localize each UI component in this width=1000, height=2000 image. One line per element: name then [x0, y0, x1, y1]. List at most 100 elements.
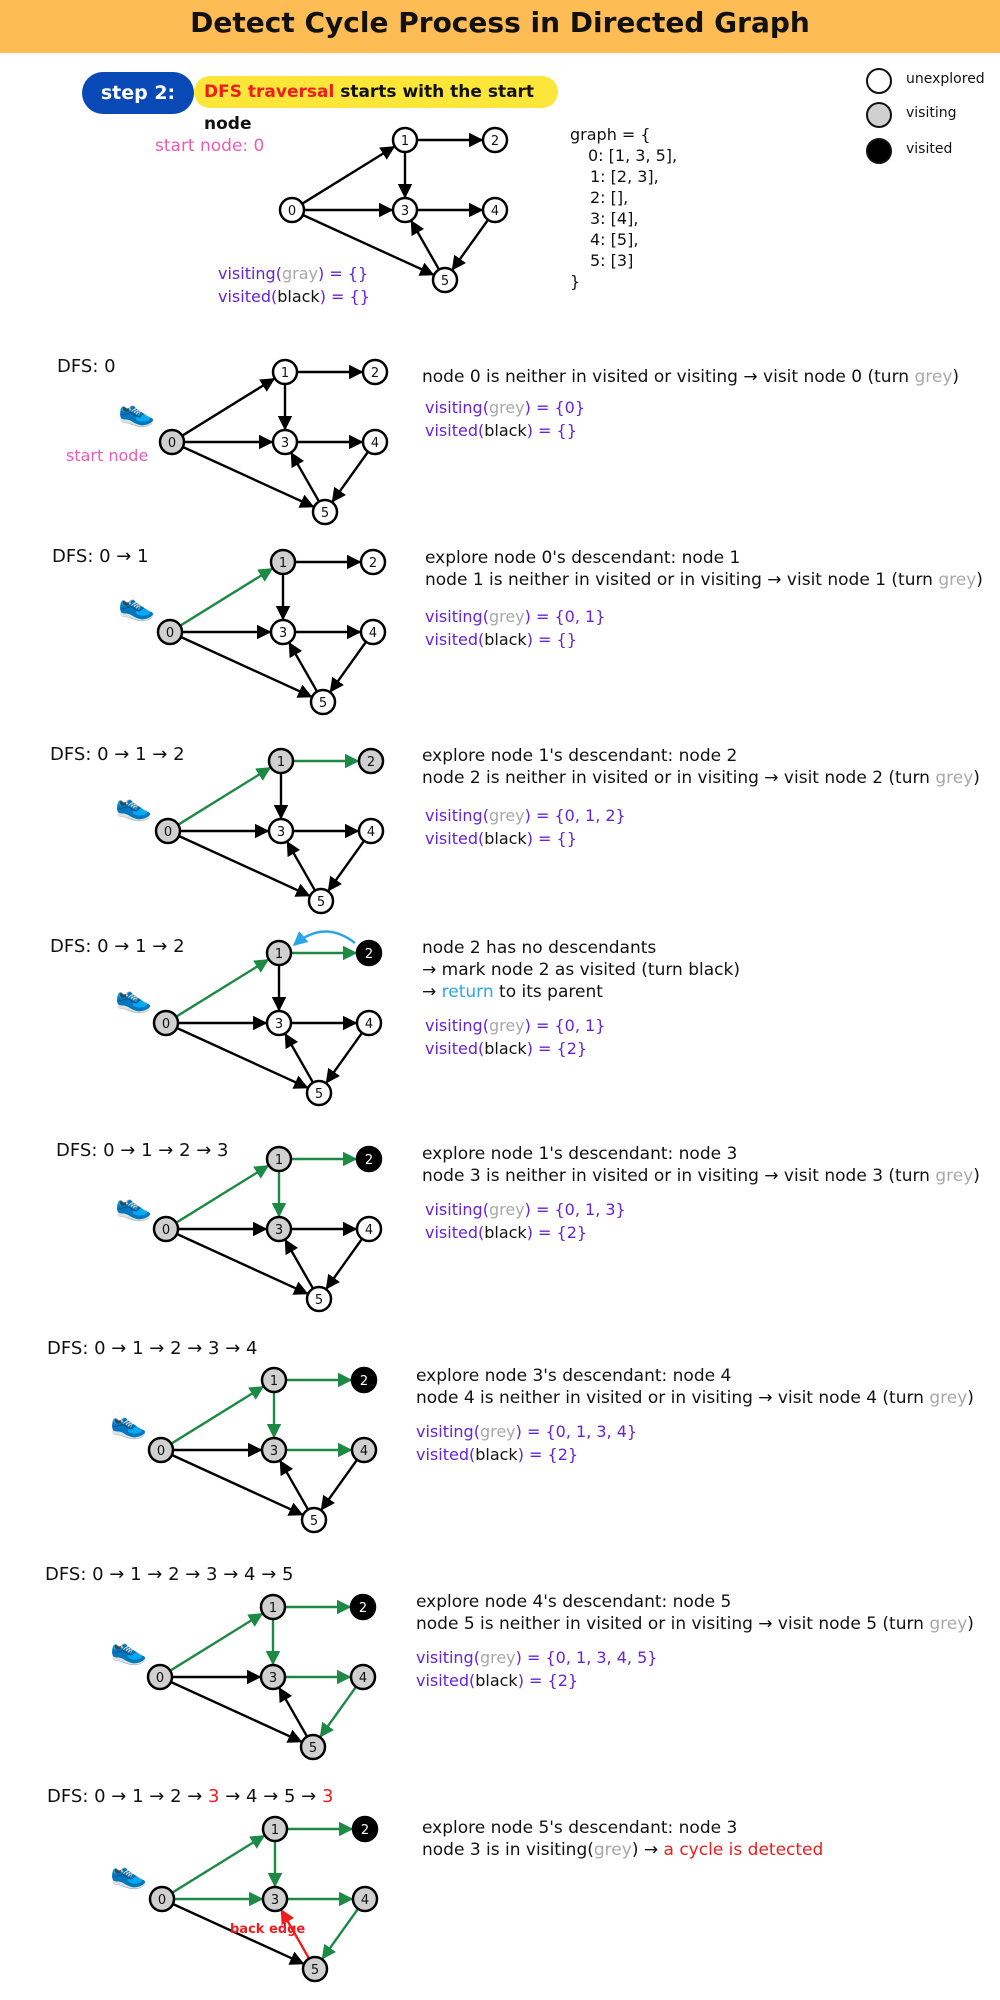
step-badge: step 2:	[82, 72, 194, 114]
edge-0-5	[172, 1902, 305, 1965]
node-5	[301, 1955, 329, 1983]
node-1	[265, 939, 293, 967]
sneaker-icon: 👟	[115, 1188, 153, 1223]
edge-0-1	[175, 1164, 270, 1224]
graph-code-line: 2: [],	[590, 188, 629, 207]
node-label-2: 2	[360, 1374, 368, 1389]
node-label-1: 1	[269, 1601, 277, 1616]
visiting-set: visiting(grey) = {0}	[425, 398, 586, 417]
edge-5-3	[280, 1909, 311, 1960]
banner-highlight: DFS traversal	[204, 82, 335, 102]
step-description: node 3 is in visiting(grey) → a cycle is…	[422, 1840, 824, 1860]
node-label-5: 5	[311, 1963, 319, 1978]
node-label-4: 4	[365, 1223, 373, 1238]
visited-set: visited(black) = {2}	[416, 1671, 579, 1690]
node-label-0: 0	[156, 1671, 164, 1686]
node-label-2: 2	[365, 947, 373, 962]
visiting-set: visiting(grey) = {0, 1, 3}	[425, 1200, 626, 1219]
node-label-3: 3	[270, 1444, 278, 1459]
node-3	[261, 1885, 289, 1913]
graph-code-line: 1: [2, 3],	[590, 167, 659, 186]
graph-code-line: }	[570, 272, 581, 291]
edge-5-3	[284, 1239, 315, 1290]
node-label-0: 0	[158, 1893, 166, 1908]
edge-0-1	[175, 958, 270, 1018]
edge-0-5	[182, 445, 315, 508]
node-label-2: 2	[371, 366, 379, 381]
node-1	[391, 126, 419, 154]
node-label-4: 4	[359, 1671, 367, 1686]
node-4	[357, 817, 385, 845]
edge-0-5	[180, 635, 313, 698]
visited-set: visited(black) = {}	[425, 829, 577, 848]
node-label-1: 1	[401, 134, 409, 149]
node-label-3: 3	[271, 1893, 279, 1908]
step-description: explore node 4's descendant: node 5	[416, 1592, 732, 1612]
node-1	[269, 548, 297, 576]
node-label-1: 1	[275, 947, 283, 962]
node-label-3: 3	[277, 825, 285, 840]
node-2	[355, 939, 383, 967]
edge-0-1	[171, 1834, 266, 1894]
node-2	[359, 548, 387, 576]
legend-unexplored-icon	[866, 68, 892, 94]
title-bar	[0, 0, 1000, 53]
edge-0-1	[179, 567, 274, 627]
node-2	[349, 1593, 377, 1621]
graph-code: graph = { 0: [1, 3, 5], 1: [2, 3], 2: []…	[570, 124, 677, 292]
node-0	[158, 428, 186, 456]
node-label-0: 0	[157, 1444, 165, 1459]
node-5	[305, 1285, 333, 1313]
node-5	[309, 688, 337, 716]
edge-0-5	[302, 213, 435, 276]
edge-4-5	[451, 219, 490, 271]
step-description: explore node 1's descendant: node 3	[422, 1144, 738, 1164]
dfs-path-label: DFS: 0 → 1 → 2 → 3 → 4 → 5	[45, 1564, 294, 1585]
node-3	[265, 1009, 293, 1037]
node-1	[271, 358, 299, 386]
node-4	[351, 1885, 379, 1913]
node-label-3: 3	[275, 1017, 283, 1032]
return-arrow	[292, 930, 356, 946]
edge-0-5	[171, 1453, 304, 1516]
edge-4-5	[325, 1238, 364, 1290]
legend-visited-label: visited	[906, 141, 953, 157]
node-3	[260, 1436, 288, 1464]
node-0	[154, 817, 182, 845]
visiting-set: visiting(grey) = {0, 1, 2}	[425, 806, 626, 825]
node-label-3: 3	[275, 1223, 283, 1238]
edge-0-5	[176, 1026, 309, 1089]
visited-set: visited(black) = {}	[425, 630, 577, 649]
edge-0-1	[169, 1612, 264, 1672]
sneaker-icon: 👟	[118, 394, 156, 429]
graph-code-line: 5: [3]	[590, 251, 634, 270]
node-label-1: 1	[279, 556, 287, 571]
node-label-5: 5	[317, 895, 325, 910]
sneaker-icon: 👟	[110, 1632, 148, 1667]
edge-0-5	[178, 834, 311, 897]
node-0	[148, 1885, 176, 1913]
node-label-2: 2	[367, 755, 375, 770]
node-label-5: 5	[319, 696, 327, 711]
node-label-2: 2	[361, 1823, 369, 1838]
sneaker-icon: 👟	[115, 788, 153, 823]
step-description: explore node 5's descendant: node 3	[422, 1818, 738, 1838]
node-3	[267, 817, 295, 845]
step-description: node 3 is neither in visited or in visit…	[422, 1166, 980, 1186]
dfs-path-label: DFS: 0 → 1 → 2 → 3	[56, 1140, 229, 1161]
node-4	[355, 1215, 383, 1243]
visiting-set: visiting(grey) = {0, 1}	[425, 607, 606, 626]
step-description: → mark node 2 as visited (turn black)	[422, 960, 740, 980]
edge-4-5	[320, 1459, 359, 1511]
node-label-0: 0	[162, 1017, 170, 1032]
step-description: → return to its parent	[422, 982, 603, 1002]
node-5	[300, 1506, 328, 1534]
edge-0-1	[170, 1385, 265, 1445]
node-4	[350, 1436, 378, 1464]
node-0	[146, 1663, 174, 1691]
banner-text: starts with the start node	[204, 82, 535, 134]
